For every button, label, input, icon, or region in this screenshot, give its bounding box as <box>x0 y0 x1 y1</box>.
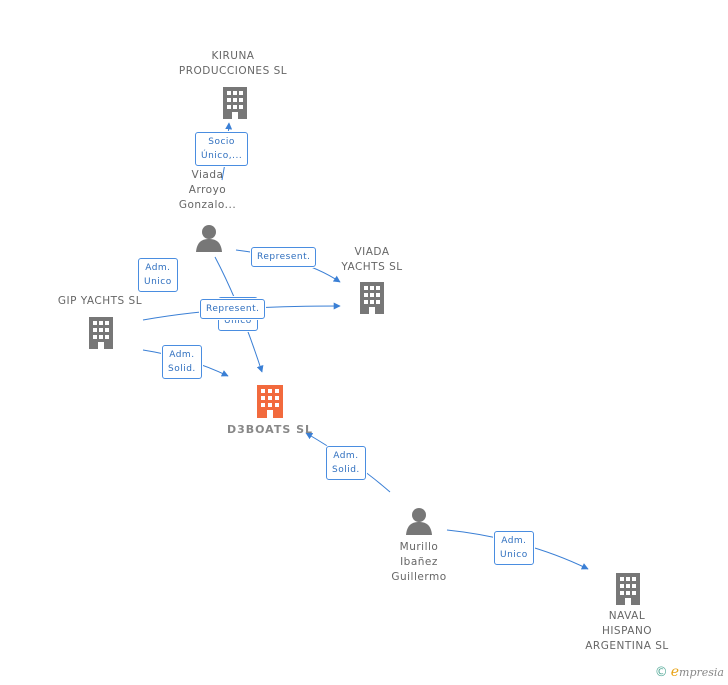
edge-label-represent[interactable]: Represent. <box>200 299 266 319</box>
building-icon[interactable] <box>614 572 642 605</box>
node-label-murillo: Murillo Ibañez Guillermo <box>391 541 447 583</box>
building-icon[interactable] <box>221 86 249 119</box>
building-icon[interactable] <box>358 281 386 314</box>
edge-label-adm-unico[interactable]: Adm. Unico <box>494 531 534 565</box>
node-label-gip-yachts: GIP YACHTS SL <box>57 295 143 307</box>
building-icon[interactable] <box>87 316 115 349</box>
brand-rest: mpresia <box>679 666 724 679</box>
edge-label-socio-unico[interactable]: Socio Único,... <box>195 132 249 166</box>
edge-label-adm-unico[interactable]: Adm. Unico <box>138 258 178 292</box>
building-icon-main[interactable] <box>255 384 285 418</box>
node-label-kiruna: KIRUNA PRODUCCIONES SL <box>178 50 288 77</box>
edge-label-adm-solid[interactable]: Adm. Solid. <box>326 446 366 480</box>
person-icon[interactable] <box>405 507 433 535</box>
empresia-logo[interactable]: ©empresia <box>655 664 724 680</box>
node-label-viada-person: Viada Arroyo Gonzalo... <box>178 169 237 211</box>
node-label-naval: NAVAL HISPANO ARGENTINA SL <box>585 610 669 652</box>
node-label-viada-yachts: VIADA YACHTS SL <box>341 246 403 273</box>
brand-e: e <box>670 664 680 680</box>
node-label-d3boats: D3BOATS SL <box>226 423 314 436</box>
edge-label-represent[interactable]: Represent. <box>251 247 317 267</box>
person-icon[interactable] <box>195 224 223 252</box>
edge-label-adm-solid[interactable]: Adm. Solid. <box>162 345 202 379</box>
copyright-icon: © <box>654 665 668 680</box>
